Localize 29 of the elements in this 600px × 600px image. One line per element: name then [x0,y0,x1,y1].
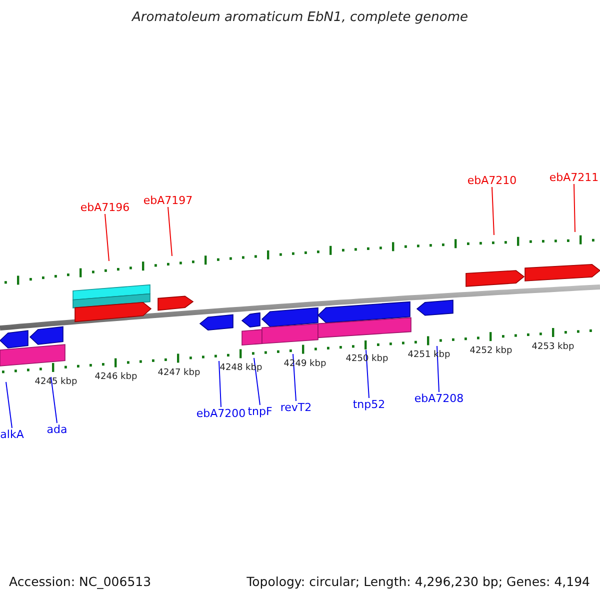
leader-line [104,214,110,262]
gene-label: tnp52 [352,398,386,411]
gene-label: ebA7208 [414,392,464,405]
gene-label: tnpF [248,405,272,418]
gene-label: revT2 [280,401,312,414]
genome-info-text: Topology: circular; Length: 4,296,230 bp; Genes: 4,194 [246,574,590,589]
gene-label: ebA7197 [143,194,193,207]
leader-line [436,346,440,392]
accession-text: Accession: NC_006513 [9,574,152,589]
leader-line [50,376,58,424]
leader-line [292,354,296,402]
scale-label: 4252 kbp [470,346,512,358]
gene-label: ebA7200 [196,407,246,420]
leader-line [492,186,494,236]
scale-label: 4246 kbp [94,372,138,384]
gene-label: alkA [0,428,24,441]
leader-line [254,358,260,406]
gene-label: ada [46,423,68,436]
leader-line [574,184,576,232]
leader-line [218,360,222,408]
title: Aromatoleum aromaticum EbN1, complete genome [130,10,469,25]
scale-label: 4253 kbp [532,342,574,353]
gene-label: ebA7196 [80,201,130,214]
scale-label: 4247 kbp [158,368,200,379]
gene-label: ebA7210 [467,174,517,187]
leader-line [168,206,172,256]
leader-line [366,350,370,398]
gene-label: ebA7211 [549,171,599,184]
leader-line [6,382,12,428]
